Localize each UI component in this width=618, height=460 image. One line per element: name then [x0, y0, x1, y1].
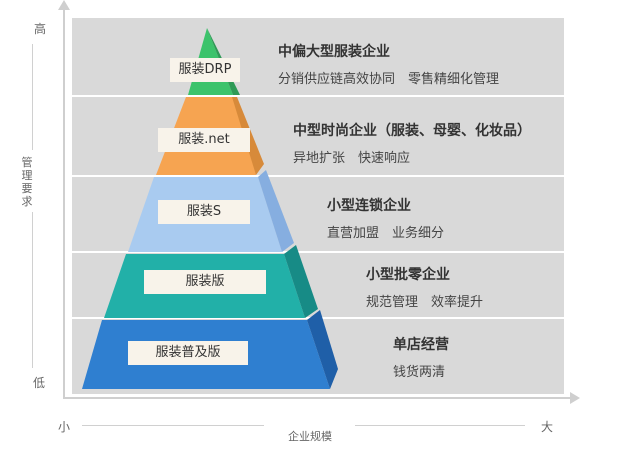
tier-3-text: 小型连锁企业 直营加盟 业务细分 [327, 195, 444, 241]
horizontal-axis-title: 企业规模 [288, 430, 332, 443]
tier-2-label: 服装.net [158, 128, 250, 152]
tier-3-side [258, 170, 294, 252]
tier-3-desc: 直营加盟 业务细分 [327, 226, 445, 241]
tier-2-title: 中型时尚企业（服装、母婴、化妆品） [293, 123, 531, 139]
axis-large-label: 大 [541, 420, 554, 434]
tier-4-label: 服装版 [144, 270, 266, 294]
tier-5-text: 单店经营 钱货两清 [393, 334, 449, 380]
tier-2-desc: 异地扩张 快速响应 [293, 151, 411, 166]
tier-4-desc: 规范管理 效率提升 [366, 295, 484, 310]
tier-1-label: 服装DRP [170, 58, 240, 82]
tier-5-label: 服装普及版 [128, 341, 248, 365]
tier-3-label: 服装S [158, 200, 250, 224]
tier-4-side [284, 245, 318, 318]
tier-3-title: 小型连锁企业 [327, 198, 411, 214]
vertical-axis-title: 管理要求 [21, 156, 33, 208]
tier-4-title: 小型批零企业 [366, 267, 450, 283]
tier-1-title: 中偏大型服装企业 [278, 44, 390, 60]
arrow-up-icon [58, 0, 70, 10]
horizontal-axis [63, 397, 571, 399]
tier-1-text: 中偏大型服装企业 分销供应链高效协同 零售精细化管理 [278, 41, 499, 87]
tier-5-side [307, 310, 338, 389]
tier-4-text: 小型批零企业 规范管理 效率提升 [366, 264, 483, 310]
vertical-axis [63, 6, 65, 398]
tier-5-desc: 钱货两清 [393, 365, 446, 380]
band-1 [72, 18, 564, 96]
band-2 [72, 96, 564, 176]
axis-low-label: 低 [33, 376, 46, 390]
tier-5-title: 单店经营 [393, 337, 449, 353]
tier-1-desc: 分销供应链高效协同 零售精细化管理 [278, 72, 500, 87]
axis-small-label: 小 [58, 420, 71, 434]
arrow-right-icon [570, 392, 580, 404]
tier-2-text: 中型时尚企业（服装、母婴、化妆品） 异地扩张 快速响应 [293, 120, 531, 166]
axis-high-label: 高 [34, 22, 47, 36]
